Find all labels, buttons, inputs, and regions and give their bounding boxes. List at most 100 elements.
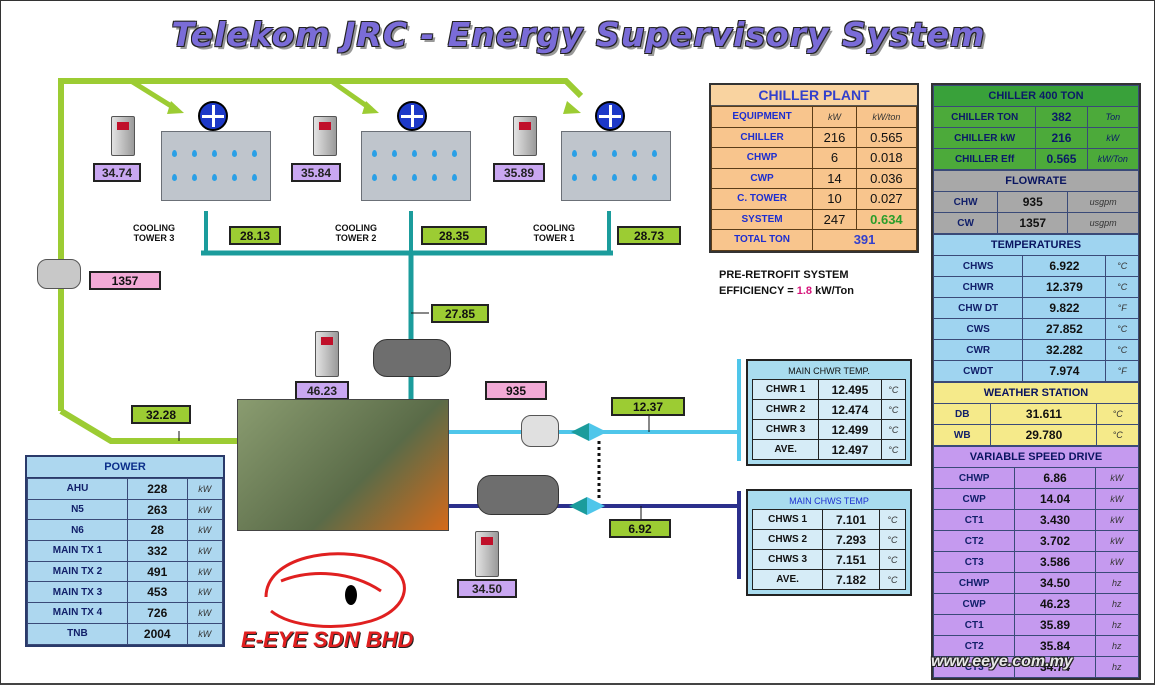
water-drop-icon (212, 174, 217, 181)
efficiency-value: 1.8 (796, 285, 813, 297)
water-drop-icon (612, 174, 617, 181)
flowrate-header: FLOWRATE (933, 170, 1139, 192)
tower-body (561, 131, 671, 201)
cw-return-pipe (58, 78, 584, 411)
tower1-temp-value: 28.73 (617, 226, 681, 245)
water-drop-icon (232, 174, 237, 181)
cw-supply-pipe (59, 408, 237, 444)
row-label: C. TOWER (710, 188, 814, 210)
col-kw: kW (812, 106, 857, 128)
row-label: CHILLER (710, 126, 814, 148)
water-drop-icon (632, 150, 637, 157)
vsd-drive-icon (313, 116, 337, 156)
water-drop-icon (592, 174, 597, 181)
row-kw: 10 (812, 188, 857, 210)
row-kwton: 0.565 (855, 126, 918, 148)
brand-name: E-EYE SDN BHD (241, 627, 414, 652)
row-label: CHWP (710, 147, 814, 169)
tower3-vsd-value: 34.74 (93, 163, 141, 182)
water-drop-icon (632, 174, 637, 181)
tower3-temp-value: 28.13 (229, 226, 281, 245)
water-drop-icon (452, 174, 457, 181)
water-drop-icon (572, 150, 577, 157)
chw-flow-value: 935 (485, 381, 547, 400)
table-row: CWP 14 0.036 (710, 167, 918, 189)
water-drop-icon (412, 174, 417, 181)
website-link[interactable]: www.eeye.com.my (931, 653, 1073, 670)
cw-pump-icon (373, 339, 451, 377)
arrow-head-1 (167, 101, 184, 114)
tower-body (161, 131, 271, 201)
table-row: AVE.7.182°C (751, 569, 907, 590)
water-drop-icon (392, 174, 397, 181)
page-title: Telekom JRC - Energy Supervisory System (171, 15, 986, 54)
note-line1: PRE-RETROFIT SYSTEM (719, 269, 849, 281)
row-label: CWP (710, 167, 814, 189)
water-drop-icon (372, 150, 377, 157)
system-efficiency-value: 0.634 (855, 208, 918, 230)
total-ton-label: TOTAL TON (710, 229, 814, 251)
table-row: SYSTEM 247 0.634 (710, 208, 918, 230)
col-kwton: kW/ton (855, 106, 918, 128)
arrow-head-3 (563, 101, 581, 114)
fan-icon (595, 101, 625, 131)
cwr-temp-value: 32.28 (131, 405, 191, 424)
chwr-valve-icon-2 (589, 423, 607, 441)
water-drop-icon (192, 174, 197, 181)
cw-flowmeter-icon (37, 259, 81, 289)
table-row: CHWP 6 0.018 (710, 147, 918, 169)
table-row: C. TOWER 10 0.027 (710, 188, 918, 210)
water-drop-icon (652, 174, 657, 181)
chws-valve-icon-2 (587, 497, 605, 515)
tower1-vsd-value: 35.89 (493, 163, 545, 182)
cw-flow-value: 1357 (89, 271, 161, 290)
water-drop-icon (192, 150, 197, 157)
vsd-drive-icon (513, 116, 537, 156)
water-drop-icon (252, 174, 257, 181)
water-drop-icon (452, 150, 457, 157)
row-kw: 6 (812, 147, 857, 169)
chws-valve-icon (569, 497, 587, 515)
col-equipment: EQUIPMENT (710, 106, 814, 128)
water-drop-icon (432, 150, 437, 157)
chws-temp-value: 6.92 (609, 519, 671, 538)
chiller-plant-table: CHILLER PLANT EQUIPMENT kW kW/ton CHILLE… (709, 83, 919, 253)
chw-flowmeter-icon (521, 415, 559, 447)
note-line2: EFFICIENCY = 1.8 kW/Ton (719, 285, 854, 297)
chiller-unit-image[interactable] (237, 399, 449, 531)
eeye-logo-icon (264, 552, 406, 628)
tower2-vsd-value: 35.84 (291, 163, 341, 182)
